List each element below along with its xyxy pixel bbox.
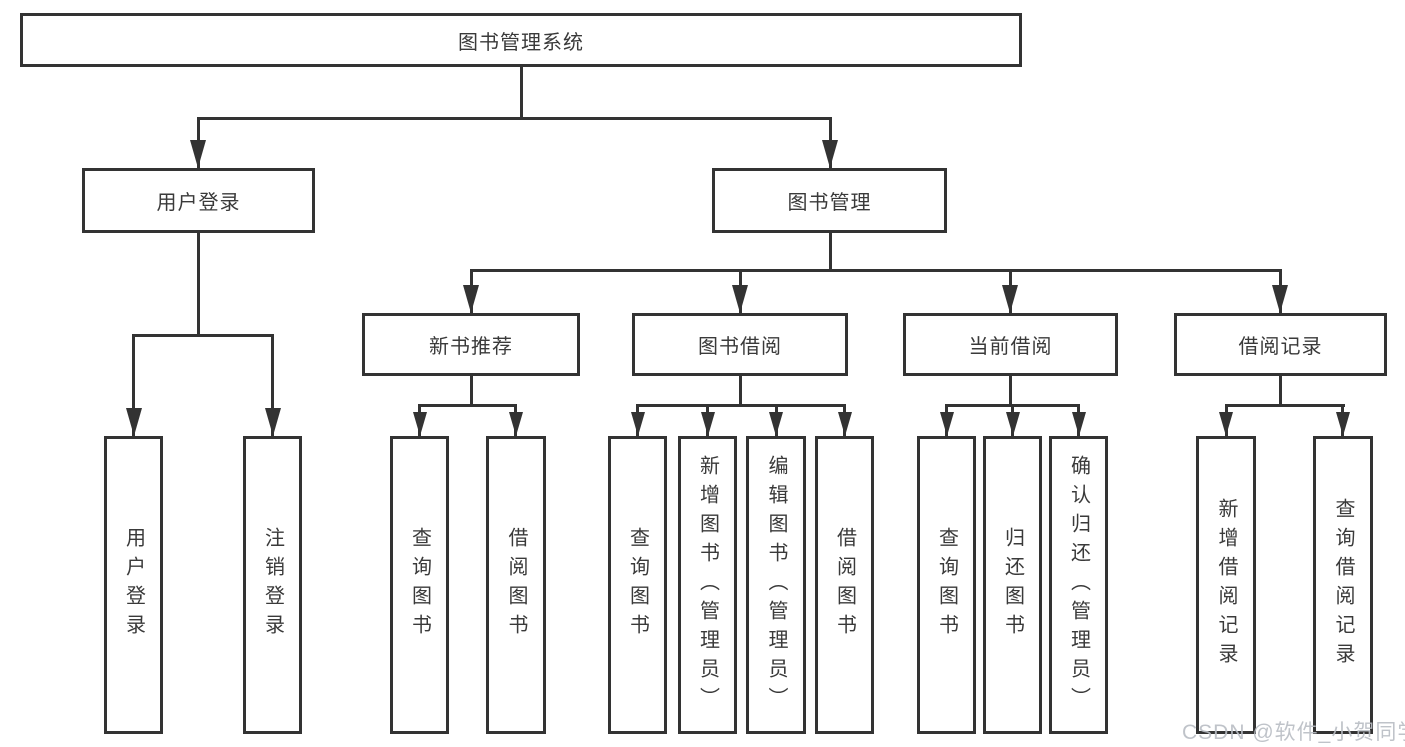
arrow-down-icon: [1335, 412, 1350, 436]
node-leaf-user-login-label: 用户登录: [122, 527, 145, 643]
node-leaf-newbook-query-label: 查询图书: [408, 527, 431, 643]
arrow-down-icon: [264, 408, 281, 436]
node-leaf-borrow-borrow: 借阅图书: [815, 436, 874, 734]
arrow-down-icon: [822, 140, 838, 168]
connector-line: [1008, 376, 1012, 407]
node-leaf-borrow-add: 新增图书（管理员）: [678, 436, 737, 734]
node-leaf-record-query: 查询借阅记录: [1313, 436, 1373, 734]
node-book-borrow-label: 图书借阅: [698, 336, 782, 358]
node-leaf-logout: 注销登录: [243, 436, 302, 734]
node-borrow-records-label: 借阅记录: [1238, 336, 1323, 358]
connector-line: [132, 334, 274, 337]
node-current-borrow-label: 当前借阅: [968, 336, 1053, 358]
connector-line: [636, 404, 846, 407]
arrow-down-icon: [508, 412, 523, 436]
arrow-down-icon: [1071, 412, 1086, 436]
arrow-down-icon: [1002, 285, 1018, 313]
node-leaf-borrow-edit: 编辑图书（管理员）: [746, 436, 806, 734]
node-leaf-logout-label: 注销登录: [261, 527, 284, 643]
node-leaf-current-query: 查询图书: [917, 436, 976, 734]
node-leaf-record-query-label: 查询借阅记录: [1332, 498, 1354, 672]
connector-line: [469, 269, 1282, 272]
node-book-management: 图书管理: [712, 168, 947, 233]
node-book-borrow: 图书借阅: [632, 313, 848, 376]
node-borrow-records: 借阅记录: [1174, 313, 1387, 376]
node-leaf-borrow-query: 查询图书: [608, 436, 667, 734]
node-leaf-record-add-label: 新增借阅记录: [1215, 498, 1237, 672]
arrow-down-icon: [630, 412, 645, 436]
node-leaf-current-return: 归还图书: [983, 436, 1042, 734]
arrow-down-icon: [732, 285, 748, 313]
connector-line: [1224, 404, 1345, 407]
node-leaf-newbook-query: 查询图书: [390, 436, 449, 734]
connector-line: [196, 117, 832, 120]
arrow-down-icon: [190, 140, 206, 168]
node-root-label: 图书管理系统: [458, 31, 584, 54]
arrow-down-icon: [939, 412, 954, 436]
arrow-down-icon: [769, 412, 783, 436]
node-book-management-label: 图书管理: [787, 192, 872, 214]
node-leaf-newbook-borrow-label: 借阅图书: [505, 527, 527, 643]
node-new-book-recommend: 新书推荐: [362, 313, 580, 376]
arrow-down-icon: [837, 412, 852, 436]
node-leaf-borrow-edit-label: 编辑图书（管理员）: [765, 454, 787, 716]
node-user-login-label: 用户登录: [156, 192, 241, 214]
arrow-down-icon: [412, 412, 427, 436]
node-root: 图书管理系统: [20, 13, 1022, 67]
connector-line: [828, 233, 832, 272]
connector-line: [1278, 376, 1282, 407]
connector-line: [418, 404, 517, 407]
node-user-login: 用户登录: [82, 168, 315, 233]
connector-line: [519, 67, 523, 120]
arrow-down-icon: [1219, 412, 1233, 436]
connector-line: [196, 233, 200, 337]
node-leaf-borrow-borrow-label: 借阅图书: [833, 527, 856, 643]
node-leaf-newbook-borrow: 借阅图书: [486, 436, 546, 734]
node-current-borrow: 当前借阅: [903, 313, 1118, 376]
node-leaf-borrow-add-label: 新增图书（管理员）: [696, 454, 719, 716]
csdn-watermark: CSDN @软件_小贺同学: [1182, 721, 1405, 744]
node-leaf-current-return-label: 归还图书: [1001, 527, 1024, 643]
arrow-down-icon: [125, 408, 142, 436]
arrow-down-icon: [463, 285, 479, 313]
arrow-down-icon: [1005, 412, 1020, 436]
node-leaf-current-confirm-label: 确认归还（管理员）: [1067, 454, 1090, 716]
arrow-down-icon: [700, 412, 715, 436]
connector-line: [132, 334, 135, 436]
node-leaf-current-confirm: 确认归还（管理员）: [1049, 436, 1108, 734]
connector-line: [469, 376, 473, 407]
connector-line: [738, 376, 742, 407]
node-leaf-user-login: 用户登录: [104, 436, 163, 734]
node-leaf-current-query-label: 查询图书: [935, 527, 958, 643]
connector-line: [271, 334, 274, 436]
node-leaf-borrow-query-label: 查询图书: [626, 527, 649, 643]
node-new-book-recommend-label: 新书推荐: [429, 336, 513, 358]
node-leaf-record-add: 新增借阅记录: [1196, 436, 1256, 734]
arrow-down-icon: [1272, 285, 1288, 313]
